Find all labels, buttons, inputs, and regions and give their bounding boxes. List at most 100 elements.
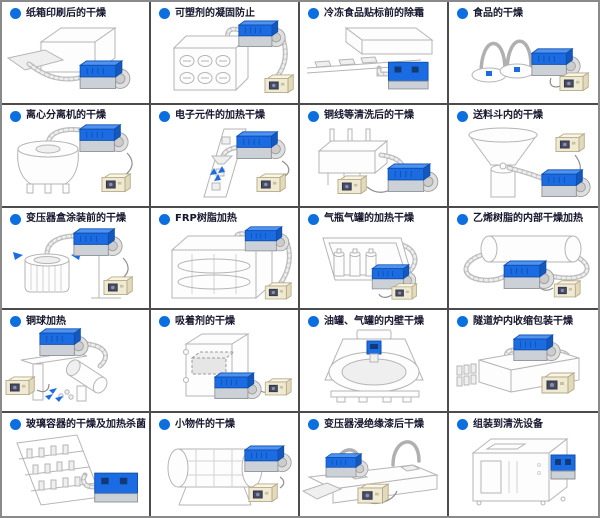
cell-label: 气瓶气罐的加热干燥 [324,213,414,225]
app-cell-tunnel-furnace: 隧道炉内收缩包装干燥 [449,310,598,414]
illustration-glass-container-sterilizer-icon [15,434,138,506]
bullet-icon [10,8,21,19]
cell-header: 冷冻食品贴标前的除霜 [300,2,447,19]
cell-label: 冷冻食品贴标前的除霜 [324,7,424,19]
cell-label: 铜球加热 [26,315,66,327]
cell-header: 玻璃容器的干燥及加热杀菌 [2,413,149,431]
bullet-icon [457,110,468,122]
cell-header: 食品的干燥 [449,2,598,19]
illustration-tunnel-furnace-shrink-wrap-icon [456,334,579,394]
cell-header: 铜球加热 [2,310,149,328]
cell-header: 隧道炉内收缩包装干燥 [449,310,598,328]
bullet-icon [159,213,170,225]
app-cell-frp-resin: FRP树脂加热 [151,207,300,311]
bullet-icon [308,419,319,431]
illustration-electronics-heating-line-icon [202,128,289,198]
cell-header: FRP树脂加热 [151,208,298,225]
bullet-icon [10,110,21,122]
cell-header: 小物件的干燥 [151,413,298,431]
bullet-icon [10,316,21,328]
cell-label: 送料斗内的干燥 [473,110,543,122]
cell-label: 铜线等清洗后的干燥 [324,110,414,122]
bullet-icon [159,419,170,431]
app-cell-carton-printing: 纸箱印刷后的干燥 [2,2,151,105]
cell-header: 变压器浸绝缘漆后干燥 [300,413,447,431]
bullet-icon [457,213,468,225]
illustration-vinyl-resin-cylinder-icon [463,235,589,297]
app-cell-feed-hopper: 送料斗内的干燥 [449,104,598,208]
bullet-icon [308,316,319,328]
illustration-transformer-case-dryer-icon [12,228,133,299]
cell-header: 气瓶气罐的加热干燥 [300,208,447,225]
bullet-icon [159,8,170,19]
bullet-icon [159,316,170,328]
bullet-icon [308,8,319,19]
bullet-icon [10,419,21,431]
illustration-cleaning-equipment-icon [471,438,575,506]
cell-label: FRP树脂加热 [175,213,237,225]
cell-label: 食品的干燥 [473,7,523,19]
cell-label: 小物件的干燥 [175,418,235,430]
app-cell-cleaning-equipment: 组装到清洗设备 [449,413,598,516]
app-cell-frozen-food: 冷冻食品贴标前的除霜 [300,2,449,105]
app-cell-plasticizer: 可塑剂的凝固防止 [151,2,300,105]
cell-label: 乙烯树脂的内部干燥加热 [473,213,583,225]
cell-header: 电子元件的加热干燥 [151,105,298,122]
cell-label: 吸着剂的干燥 [175,315,235,327]
bullet-icon [10,213,21,225]
cell-header: 油罐、气罐的内壁干燥 [300,310,447,328]
illustration-gas-cylinder-heater-icon [321,237,417,300]
bullet-icon [457,316,468,328]
app-cell-tank-inner-wall: 油罐、气罐的内壁干燥 [300,310,449,414]
bullet-icon [159,110,170,122]
app-cell-gas-cylinder: 气瓶气罐的加热干燥 [300,207,449,311]
bullet-icon [457,419,468,431]
illustration-copper-ball-heater-icon [5,328,108,403]
illustration-adsorbent-dryer-icon [182,333,292,400]
cell-header: 铜线等清洗后的干燥 [300,105,447,122]
illustration-feed-hopper-dryer-icon [467,127,591,198]
cell-label: 隧道炉内收缩包装干燥 [473,315,573,327]
app-cell-transformer-varnish: 变压器浸绝缘漆后干燥 [300,413,449,516]
cell-header: 吸着剂的干燥 [151,310,298,328]
cell-header: 离心分离机的干燥 [2,105,149,122]
cell-label: 变压器浸绝缘漆后干燥 [324,418,424,430]
illustration-frp-resin-oven-icon [170,225,292,299]
cell-label: 离心分离机的干燥 [26,110,106,122]
cell-header: 组装到清洗设备 [449,413,598,431]
cell-label: 油罐、气罐的内壁干燥 [324,315,424,327]
cell-label: 可塑剂的凝固防止 [175,7,255,19]
app-cell-copper-ball: 铜球加热 [2,310,151,414]
bullet-icon [308,110,319,122]
app-cell-electronics: 电子元件的加热干燥 [151,104,300,208]
cell-label: 电子元件的加热干燥 [175,110,265,122]
app-cell-vinyl-resin: 乙烯树脂的内部干燥加热 [449,207,598,311]
illustration-small-parts-drum-dryer-icon [167,445,292,506]
illustration-transformer-varnish-dryer-icon [301,440,439,505]
illustration-centrifuge-dryer-icon [16,124,133,194]
illustration-copper-wire-dryer-icon [317,128,438,194]
cell-header: 送料斗内的干燥 [449,105,598,122]
app-cell-food-drying: 食品的干燥 [449,2,598,105]
app-cell-adsorbent: 吸着剂的干燥 [151,310,300,414]
app-cell-centrifuge: 离心分离机的干燥 [2,104,151,208]
bullet-icon [308,213,319,225]
illustration-plasticizer-cabinet-icon [172,20,294,94]
app-cell-small-parts: 小物件的干燥 [151,413,300,516]
illustration-frozen-food-conveyor-icon [306,27,433,90]
app-cell-glass-container: 玻璃容器的干燥及加热杀菌 [2,413,151,516]
cell-label: 玻璃容器的干燥及加热杀菌 [26,418,146,430]
cell-header: 可塑剂的凝固防止 [151,2,298,19]
cell-label: 纸箱印刷后的干燥 [26,7,106,19]
cell-header: 乙烯树脂的内部干燥加热 [449,208,598,225]
bullet-icon [457,8,468,19]
illustration-tank-inner-wall-dryer-icon [323,329,424,403]
cell-label: 变压器盒涂装前的干燥 [26,213,126,225]
app-cell-copper-wire: 铜线等清洗后的干燥 [300,104,449,208]
app-cell-transformer-case: 变压器盒涂装前的干燥 [2,207,151,311]
cell-label: 组装到清洗设备 [473,418,543,430]
illustration-carton-printing-dryer-icon [6,27,130,89]
cell-header: 纸箱印刷后的干燥 [2,2,149,19]
cell-header: 变压器盒涂装前的干燥 [2,208,149,225]
